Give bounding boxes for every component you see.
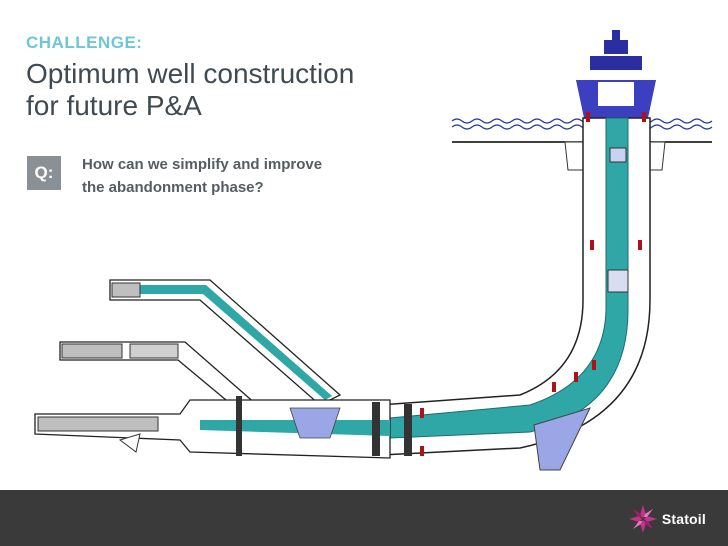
lateral-middle-screen bbox=[61, 343, 123, 359]
title-line-2: for future P&A bbox=[26, 90, 202, 121]
tubing-gauge bbox=[609, 147, 627, 163]
logo-wordmark: Statoil bbox=[661, 511, 706, 527]
formation-wedge bbox=[533, 407, 591, 471]
lateral-middle-screen-2 bbox=[129, 343, 179, 359]
lateral-lower-screen bbox=[37, 416, 159, 432]
lateral-junction-wedge bbox=[289, 407, 341, 439]
lateral-lower-tubing bbox=[200, 420, 390, 436]
question-badge: Q: bbox=[27, 156, 61, 190]
sea-surface bbox=[451, 118, 713, 130]
title-line-1: Optimum well construction bbox=[26, 58, 355, 89]
question-text: How can we simplify and improve the aban… bbox=[82, 153, 402, 199]
question-line-1: How can we simplify and improve bbox=[82, 156, 323, 173]
tubing-packer bbox=[607, 269, 629, 293]
footer-bar: Statoil bbox=[0, 490, 728, 546]
production-tubing bbox=[389, 117, 629, 439]
wellhead-stack bbox=[576, 30, 656, 118]
question-line-2: the abandonment phase? bbox=[82, 179, 264, 196]
lateral-upper-screen bbox=[111, 282, 141, 298]
outer-casing bbox=[379, 117, 651, 456]
casing-connectors bbox=[236, 396, 412, 456]
lateral-branch-upper-tubing bbox=[125, 285, 332, 400]
slide-title: Optimum well construction for future P&A bbox=[26, 58, 446, 122]
lateral-anchor bbox=[118, 433, 141, 453]
statoil-logo: Statoil bbox=[628, 504, 706, 534]
statoil-star-icon bbox=[628, 505, 657, 533]
challenge-kicker: CHALLENGE: bbox=[26, 33, 143, 52]
